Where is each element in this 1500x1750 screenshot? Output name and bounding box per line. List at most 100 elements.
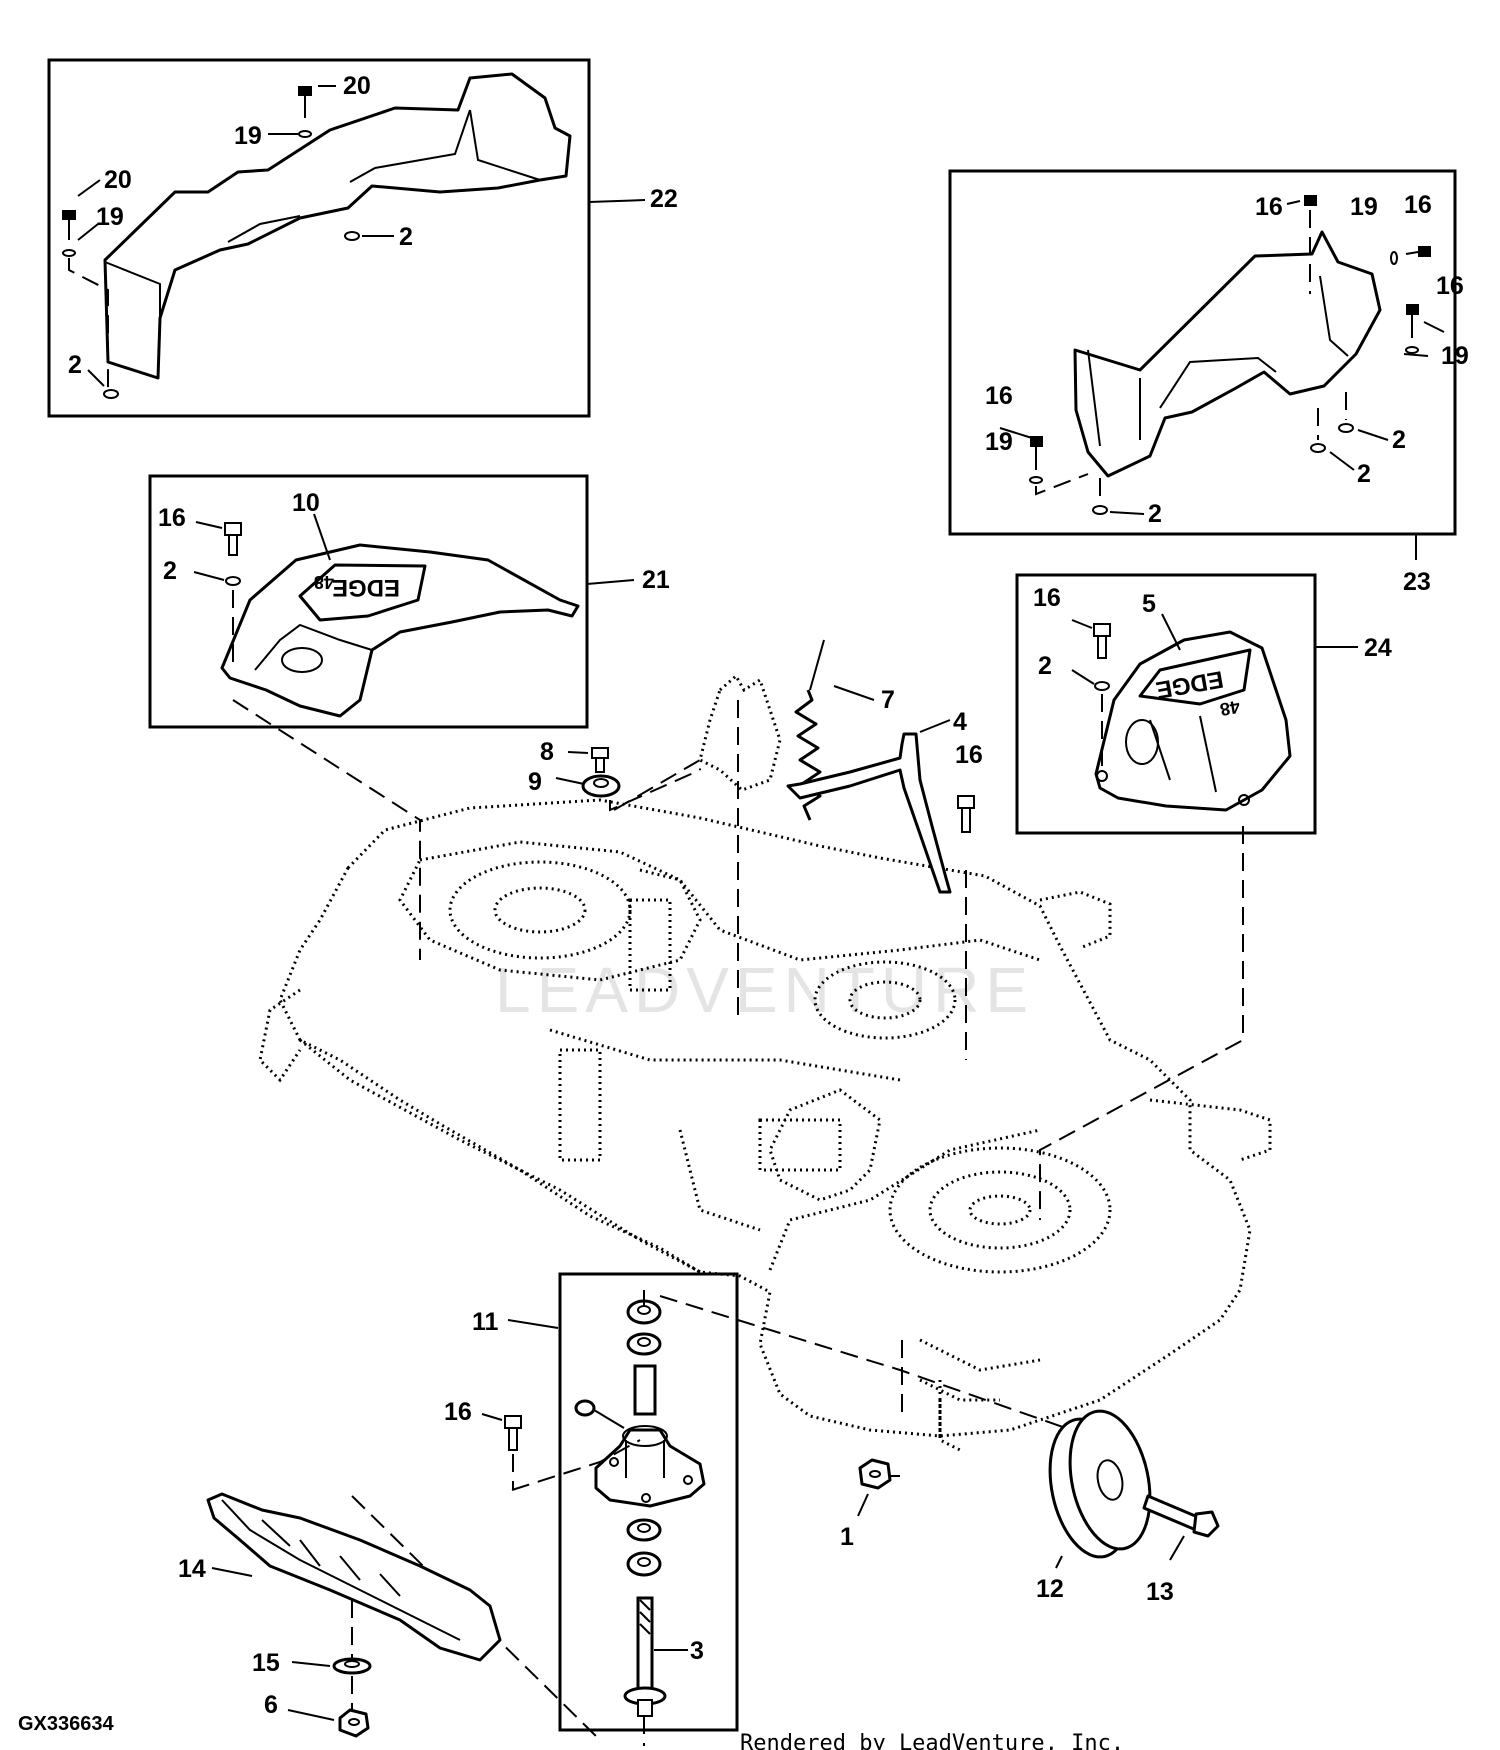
callout-16: 16 — [1033, 584, 1061, 612]
group-box-24 — [1015, 573, 1317, 835]
box-24-spindle-shield-right: EDGE 48 16 2 5 24 — [1015, 573, 1392, 835]
callout-3: 3 — [690, 1637, 704, 1665]
washer-19-top — [298, 130, 312, 138]
callout-16: 16 — [158, 504, 186, 532]
nut-2-bottom — [103, 389, 119, 399]
callout-4: 4 — [953, 708, 967, 736]
decal-text-48-24: 48 — [1218, 696, 1241, 719]
callout-16: 16 — [444, 1398, 472, 1426]
nut-2-right-c — [1092, 505, 1108, 515]
mower-blade-14: 14 — [178, 1492, 502, 1662]
washer-19-left — [1029, 476, 1043, 484]
bolt-20-left — [62, 210, 76, 240]
bolt-16-top — [1304, 195, 1317, 206]
bolt-16-right-a — [1405, 246, 1431, 257]
callout-19: 19 — [985, 428, 1013, 456]
edge-48-decal-24 — [1138, 648, 1252, 706]
figure-id: GX336634 — [18, 1713, 115, 1735]
callout-9: 9 — [528, 768, 542, 796]
callout-12: 12 — [1036, 1575, 1064, 1603]
box-11-spindle-assembly: 11 3 — [472, 1272, 739, 1746]
gauge-wheel-12: 12 — [1036, 1409, 1152, 1603]
nut-2-mid — [344, 231, 360, 241]
callout-7: 7 — [881, 686, 895, 714]
callout-1: 1 — [840, 1523, 854, 1551]
nut-2-right-a — [1338, 423, 1354, 433]
bearing-bottom — [626, 1518, 662, 1542]
nut-2 — [1094, 681, 1110, 691]
callout-23: 23 — [1403, 568, 1431, 596]
bushing-bottom — [626, 1551, 662, 1577]
spacer-tube — [633, 1364, 657, 1416]
washer-19-right-a — [1390, 251, 1398, 265]
mower-deck-outline — [258, 798, 1272, 1452]
shield-23-body — [1073, 230, 1382, 478]
bolt-8 — [591, 747, 609, 773]
nut-2-right-b — [1310, 443, 1326, 453]
callout-16: 16 — [985, 382, 1013, 410]
bolt-16-arm — [957, 795, 975, 833]
callout-5: 5 — [1142, 590, 1156, 618]
bolt-16 — [1093, 623, 1111, 659]
blade-washer-15: 15 — [252, 1649, 372, 1677]
grease-fitting — [574, 1399, 625, 1429]
callout-6: 6 — [264, 1691, 278, 1719]
decal-text-edge-21: EDGE — [332, 574, 400, 601]
callout-16: 16 — [1436, 272, 1464, 300]
spindle-shaft-3 — [623, 1596, 667, 1717]
callout-15: 15 — [252, 1649, 280, 1677]
nut-2 — [225, 576, 241, 586]
callout-10: 10 — [292, 489, 320, 517]
bolt-20-top — [298, 86, 312, 118]
idler-bracket-assembly: 7 4 16 8 9 — [528, 639, 983, 894]
spindle-housing — [594, 1425, 706, 1508]
callout-8: 8 — [540, 738, 554, 766]
callout-2: 2 — [1038, 652, 1052, 680]
callout-19: 19 — [96, 203, 124, 231]
callout-20: 20 — [104, 166, 132, 194]
callout-2: 2 — [1392, 426, 1406, 454]
shield-22-body — [103, 72, 572, 380]
group-box-21 — [148, 474, 589, 729]
decal-text-48-21: 48 — [314, 572, 334, 592]
box-23-discharge-shield-right: 16 19 16 16 19 2 2 2 16 19 23 — [948, 169, 1469, 596]
callout-21: 21 — [642, 566, 670, 594]
callout-19: 19 — [1441, 342, 1469, 370]
wheel-bolt-13: 13 — [1142, 1494, 1220, 1606]
callout-2: 2 — [1357, 460, 1371, 488]
bearing-top — [626, 1332, 662, 1356]
callout-2: 2 — [68, 351, 82, 379]
callout-16: 16 — [1404, 191, 1432, 219]
callout-19: 19 — [1350, 193, 1378, 221]
callout-13: 13 — [1146, 1578, 1174, 1606]
render-credit: Rendered by LeadVenture, Inc. — [740, 1731, 1124, 1750]
callout-16: 16 — [955, 741, 983, 769]
spring-7 — [794, 689, 822, 821]
callout-2: 2 — [163, 557, 177, 585]
bolt-16-spindle: 16 — [444, 1398, 522, 1490]
box-21-spindle-shield-left: EDGE 48 16 2 10 21 — [148, 474, 670, 729]
idler-arm-4 — [786, 732, 952, 894]
bolt-16-left — [1030, 436, 1043, 470]
callout-24: 24 — [1364, 634, 1392, 662]
washer-19-left — [62, 249, 76, 257]
callout-2: 2 — [399, 223, 413, 251]
group-box-11 — [558, 1272, 739, 1732]
watermark-text: LEADVENTURE — [495, 954, 1034, 1026]
blade-nut-6: 6 — [264, 1691, 370, 1738]
bolt-16 — [224, 522, 242, 556]
box-22-discharge-shield-left: 20 19 2 20 19 2 22 — [47, 58, 678, 418]
callout-11: 11 — [472, 1308, 499, 1336]
callout-16: 16 — [1255, 193, 1283, 221]
callout-2: 2 — [1148, 500, 1162, 528]
nut-1: 1 — [840, 1458, 900, 1551]
washer-19-right-b — [1405, 346, 1419, 354]
callout-22: 22 — [650, 185, 678, 213]
callout-19: 19 — [234, 122, 262, 150]
bolt-16-right-b — [1406, 304, 1419, 338]
edge-48-decal-21 — [298, 563, 427, 622]
callout-14: 14 — [178, 1555, 206, 1583]
pulley-9 — [581, 774, 621, 798]
spindle-shield-5 — [1094, 630, 1292, 812]
